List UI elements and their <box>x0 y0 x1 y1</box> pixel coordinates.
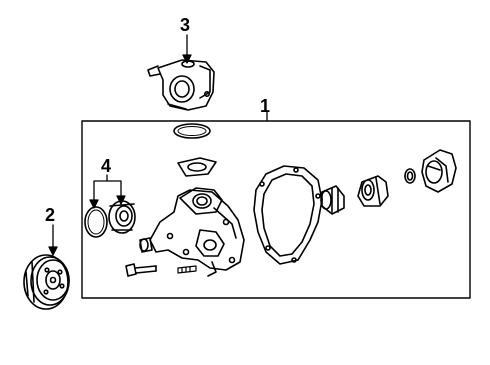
callout-1: 1 <box>260 96 271 116</box>
thermostat-o-ring <box>84 206 108 238</box>
thermostat-housing <box>147 59 215 111</box>
pump-stud <box>177 265 197 274</box>
rear-gasket <box>253 165 323 265</box>
callout-2: 2 <box>45 205 56 225</box>
callout-4: 4 <box>101 156 112 176</box>
pump-bolt <box>125 263 157 277</box>
thermostat <box>108 200 136 234</box>
water-pump-body <box>139 187 245 277</box>
callout-3: 3 <box>180 15 191 35</box>
callout-leaders <box>48 34 268 256</box>
pulley <box>23 254 70 310</box>
housing-gasket <box>177 157 217 177</box>
housing-o-ring <box>173 123 211 139</box>
impeller <box>320 185 345 215</box>
pump-cover <box>421 149 457 193</box>
small-o-ring <box>404 168 416 184</box>
seal <box>357 175 389 207</box>
assembly-frame <box>81 120 471 299</box>
